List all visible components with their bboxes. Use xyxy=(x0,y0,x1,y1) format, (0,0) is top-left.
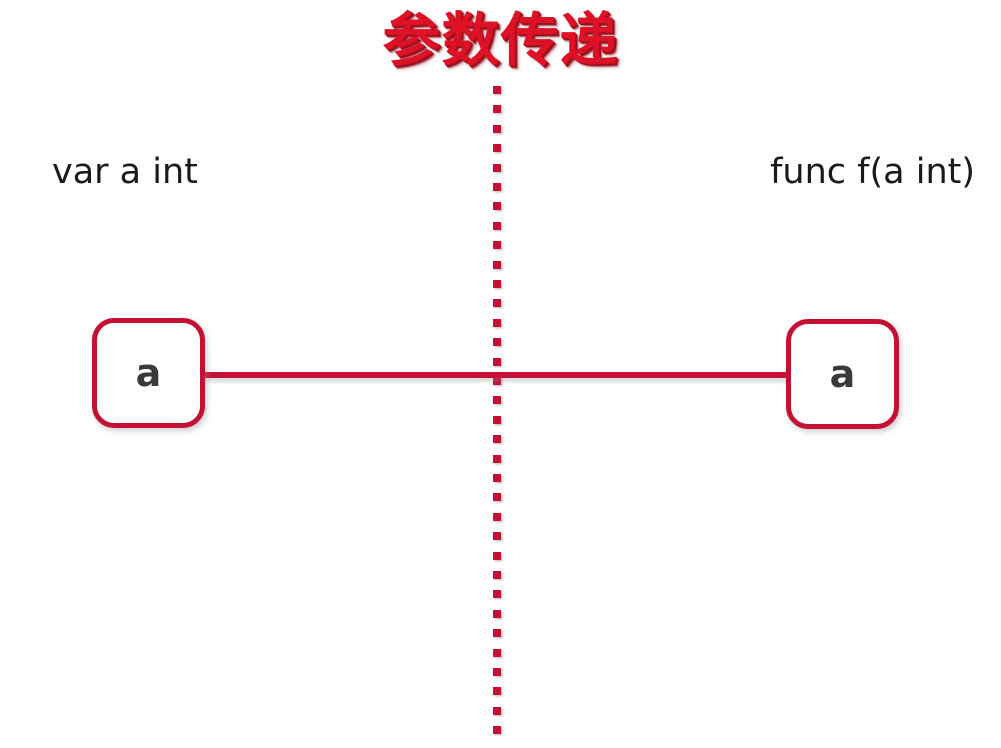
divider-dot xyxy=(493,183,501,191)
divider-dot xyxy=(493,706,501,715)
divider-dot xyxy=(493,163,501,172)
divider-dot xyxy=(493,648,501,657)
page-title: 参数传递 xyxy=(382,6,619,74)
divider-dot xyxy=(493,454,501,463)
divider-dot xyxy=(493,687,501,696)
right-caption: func f(a int) xyxy=(770,152,975,192)
vertical-dotted-divider xyxy=(493,86,501,746)
divider-dot xyxy=(493,726,501,735)
divider-dot xyxy=(493,105,501,114)
divider-dot xyxy=(493,609,501,618)
divider-dot xyxy=(493,124,501,133)
horizontal-connector-line xyxy=(196,372,796,378)
right-variable-box: a xyxy=(786,319,899,429)
divider-dot xyxy=(493,357,501,366)
left-caption: var a int xyxy=(52,152,198,192)
divider-dot xyxy=(493,299,501,308)
divider-dot xyxy=(493,590,501,599)
divider-dot xyxy=(493,512,501,521)
left-variable-label: a xyxy=(135,351,162,395)
divider-dot xyxy=(493,338,501,347)
divider-dot xyxy=(493,241,501,250)
divider-dot xyxy=(493,86,501,94)
divider-dot xyxy=(493,144,501,153)
divider-dot xyxy=(493,318,501,327)
divider-dot xyxy=(493,474,501,482)
divider-dot xyxy=(493,629,501,638)
divider-dot xyxy=(493,221,501,230)
divider-dot xyxy=(493,571,501,579)
divider-dot xyxy=(493,202,501,211)
divider-dot xyxy=(493,377,501,385)
divider-dot xyxy=(493,551,501,560)
divider-dot xyxy=(493,532,501,541)
left-variable-box: a xyxy=(92,318,205,428)
divider-dot xyxy=(493,415,501,424)
divider-dot xyxy=(493,668,501,676)
divider-dot xyxy=(493,260,501,269)
divider-dot xyxy=(493,493,501,502)
right-variable-label: a xyxy=(829,352,856,396)
divider-dot xyxy=(493,435,501,444)
divider-dot xyxy=(493,280,501,288)
divider-dot xyxy=(493,396,501,405)
